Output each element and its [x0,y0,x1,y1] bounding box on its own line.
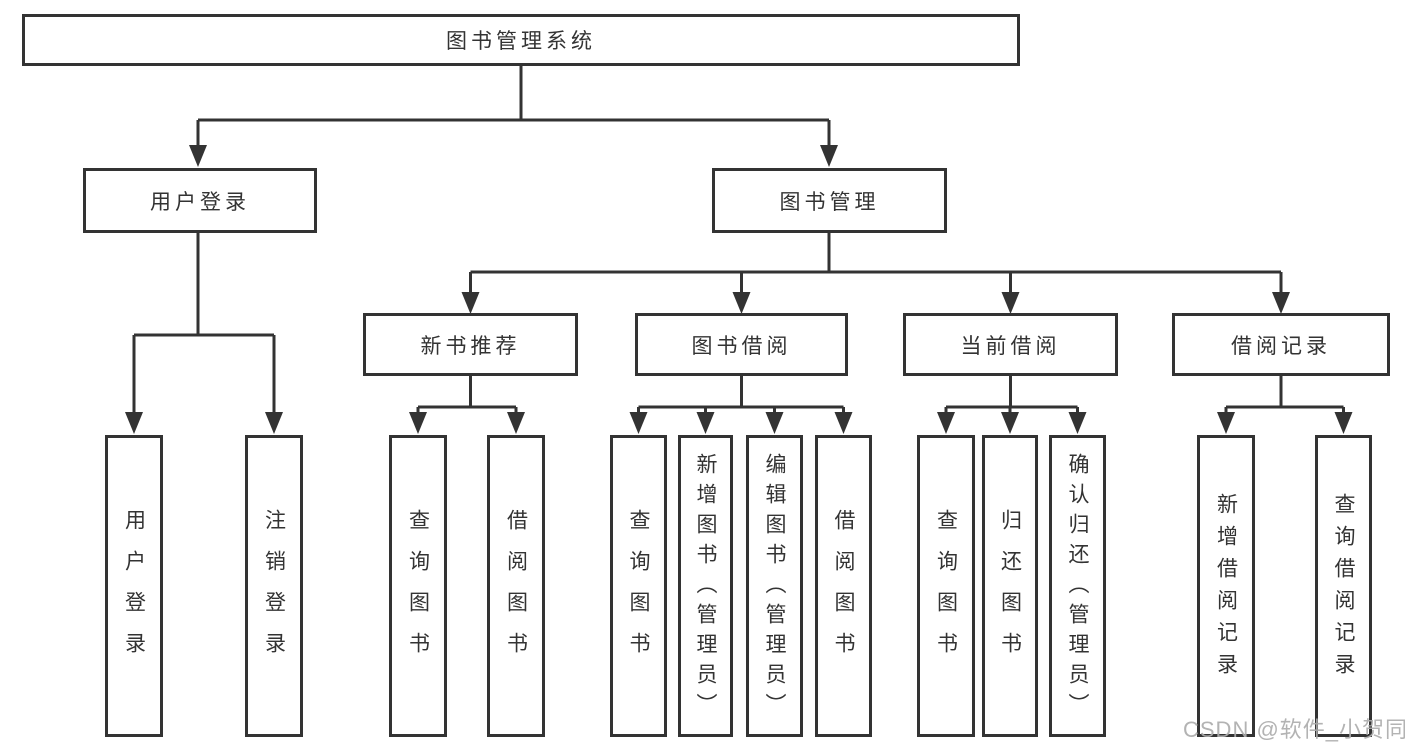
leaf-records-add-borrow-record: 新增借阅记录 [1197,435,1255,737]
node-label: 注销登录 [262,509,286,673]
node-label: 图书借阅 [691,334,792,358]
arrowhead-icons [125,145,1353,434]
leaf-current-query-books: 查询图书 [917,435,975,737]
node-book-borrowing: 图书借阅 [635,313,848,376]
node-label: 借阅记录 [1231,334,1331,358]
leaf-current-confirm-return-admin: 确认归还（管理员） [1049,435,1106,737]
leaf-records-query-borrow-record: 查询借阅记录 [1315,435,1372,737]
node-label: 当前借阅 [960,334,1061,358]
node-label: 查询图书 [934,509,958,673]
leaf-current-return-books: 归还图书 [982,435,1038,737]
node-book-management: 图书管理 [712,168,947,233]
node-label: 查询图书 [627,509,650,673]
leaf-user-login: 用户登录 [105,435,163,737]
leaf-borrow-add-books-admin: 新增图书（管理员） [678,435,733,737]
leaf-recommend-borrow-books: 借阅图书 [487,435,545,737]
node-label: 编辑图书（管理员） [763,453,786,723]
leaf-recommend-query-books: 查询图书 [389,435,447,737]
leaf-logout: 注销登录 [245,435,303,737]
node-label: 图书管理 [779,190,880,214]
node-label: 新增图书（管理员） [694,453,717,723]
node-label: 归还图书 [998,509,1022,673]
node-label: 确认归还（管理员） [1066,453,1089,723]
leaf-borrow-query-books: 查询图书 [610,435,667,737]
node-current-borrowing: 当前借阅 [903,313,1118,376]
node-label: 图书管理系统 [446,30,596,53]
node-user-login: 用户登录 [83,168,317,233]
node-label: 新增借阅记录 [1214,493,1238,685]
leaf-borrow-borrow-books: 借阅图书 [815,435,872,737]
node-label: 用户登录 [122,509,146,673]
node-label: 查询借阅记录 [1332,493,1355,685]
node-new-book-recommendation: 新书推荐 [363,313,578,376]
leaf-borrow-edit-books-admin: 编辑图书（管理员） [746,435,803,737]
node-label: 查询图书 [406,509,430,673]
node-label: 借阅图书 [504,509,528,673]
node-label: 借阅图书 [832,509,855,673]
csdn-watermark: CSDN @软件_小贺同学 [1183,717,1405,742]
node-borrowing-records: 借阅记录 [1172,313,1390,376]
node-library-management-system: 图书管理系统 [22,14,1020,66]
node-label: 新书推荐 [420,334,521,358]
node-label: 用户登录 [150,190,250,214]
